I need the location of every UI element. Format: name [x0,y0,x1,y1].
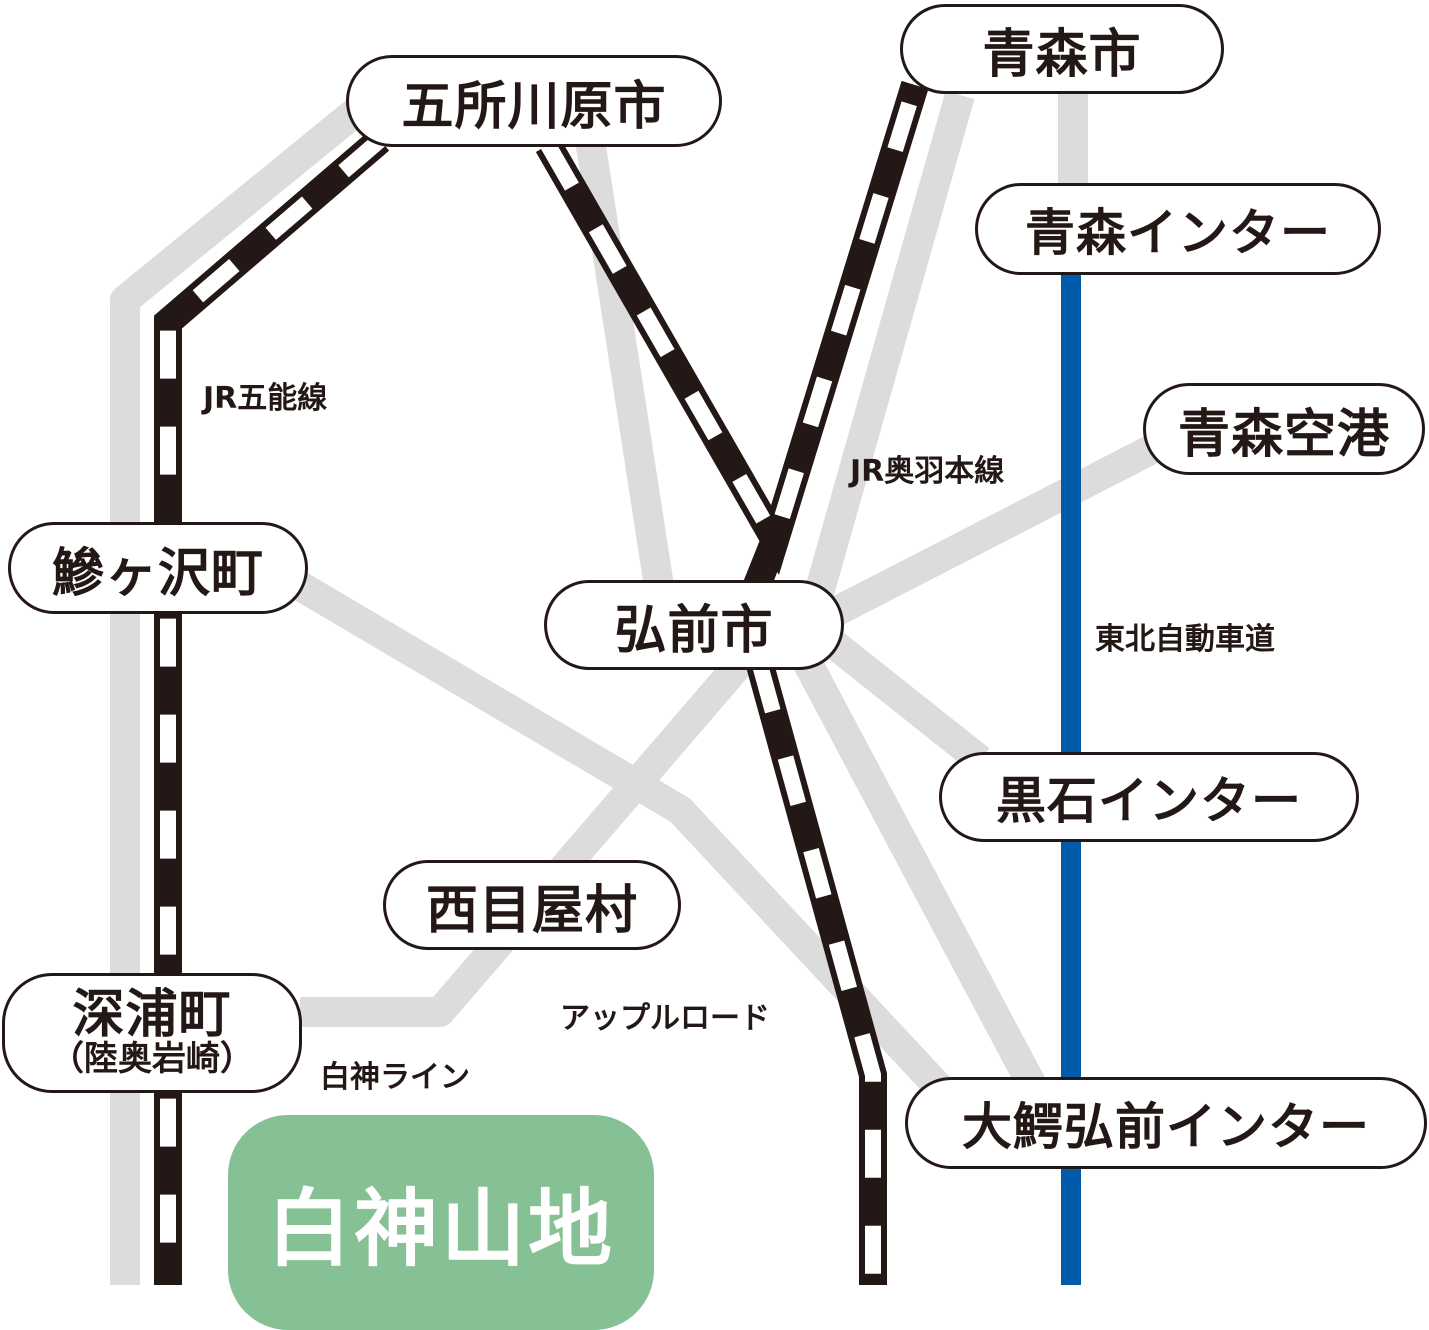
place-aomori-airport: 青森空港 [1143,383,1425,475]
place-aomori-interchange: 青森インター [975,183,1381,275]
place-hirosaki: 弘前市 [544,580,844,670]
ou-line-south-base [746,661,887,1285]
place-aomori-city: 青森市 [900,4,1224,94]
shirakami-mountains-area: 白神山地 [228,1115,654,1330]
place-fukaura-sub: （陸奥岩崎） [50,1039,254,1080]
tohoku-expressway-label: 東北自動車道 [1095,622,1275,657]
gono-line-label: JR五能線 [203,381,328,416]
place-fukaura-name: 深浦町 [72,984,232,1045]
road-airport [803,431,1167,639]
gono-line-base [154,129,390,1285]
road-shirakami-line [300,630,772,1027]
road-aomori-hirosaki [795,90,975,630]
ou-line-north-dash [541,82,923,560]
road-coast [110,88,380,1285]
place-ajigasawa: 鰺ヶ沢町 [8,522,308,614]
place-goshogawara: 五所川原市 [346,55,722,147]
road-hirosaki-owani [776,622,1054,1108]
apple-road-label: アップルロード [560,1001,770,1036]
place-kuroishi-interchange: 黒石インター [939,752,1359,842]
place-nishimeya: 西目屋村 [383,860,681,950]
ou-line-south-dash [752,662,881,1285]
ou-line-label: JR奥羽本線 [850,454,1005,489]
place-fukaura: 深浦町 （陸奥岩崎） [2,973,302,1093]
road-hirosaki-kuroishi [800,613,990,772]
place-owani-hirosaki-interchange: 大鰐弘前インター [905,1077,1427,1169]
shirakami-line-label: 白神ライン [320,1060,470,1095]
